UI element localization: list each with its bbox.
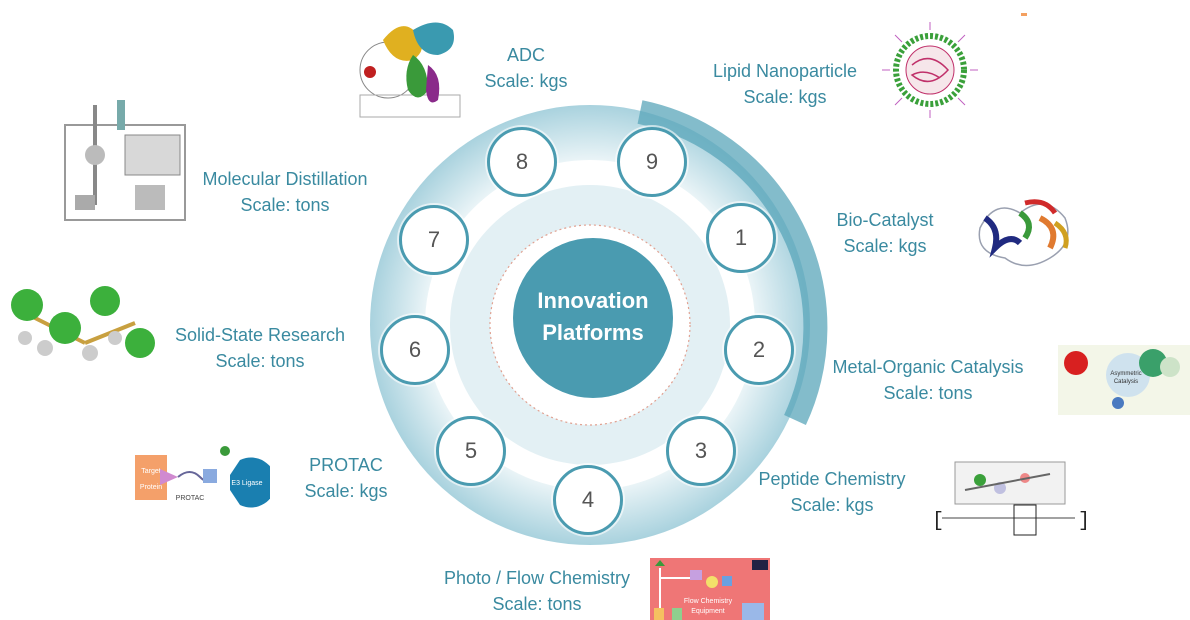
center-title: Innovation Platforms xyxy=(513,285,673,349)
catalysis-image: Asymmetric Catalysis xyxy=(1058,345,1190,415)
decorative-mark xyxy=(1021,13,1027,16)
protac-target-text: Target xyxy=(141,468,161,475)
number-circle-4: 4 xyxy=(553,465,623,535)
platform-name: PROTAC xyxy=(309,455,383,475)
platform-name: Molecular Distillation xyxy=(202,169,368,189)
number-circle-1: 1 xyxy=(706,203,776,273)
protac-illustration: Target Protein E3 Ligase PROTAC xyxy=(135,446,270,508)
label-metal-organic: Metal-Organic Catalysis Scale: tons xyxy=(818,354,1038,406)
catalysis-text: Catalysis xyxy=(1114,379,1138,385)
platform-scale: Scale: kgs xyxy=(484,71,568,91)
peptide-structure-image: [ ] xyxy=(932,461,1090,536)
platform-name: Peptide Chemistry xyxy=(758,469,906,489)
protac-protein-text: Protein xyxy=(140,484,162,491)
number-circle-7: 7 xyxy=(399,205,469,275)
center-title-line1: Innovation xyxy=(537,288,649,313)
number-circle-3: 3 xyxy=(666,416,736,486)
platform-scale: Scale: tons xyxy=(492,594,582,614)
ring-accent-arc xyxy=(637,100,828,426)
distillation-equipment-image xyxy=(64,100,186,221)
number-circle-8: 8 xyxy=(487,127,557,197)
adc-antibody-image xyxy=(359,22,461,118)
flow-chemistry-text: Flow Chemistry xyxy=(684,598,733,605)
label-molecular-distillation: Molecular Distillation Scale: tons xyxy=(185,166,385,218)
center-title-line2: Platforms xyxy=(542,320,644,345)
svg-text:[: [ xyxy=(932,510,944,533)
platform-scale: Scale: kgs xyxy=(843,236,927,256)
platform-scale: Scale: tons xyxy=(215,351,305,371)
platform-scale: Scale: kgs xyxy=(304,481,388,501)
number-circle-2: 2 xyxy=(724,315,794,385)
platform-name: Lipid Nanoparticle xyxy=(712,61,858,81)
platform-name: Bio-Catalyst xyxy=(836,210,934,230)
crystal-structure-image xyxy=(11,286,155,361)
platform-scale: Scale: kgs xyxy=(743,87,827,107)
number-circle-9: 9 xyxy=(617,127,687,197)
platform-name: ADC xyxy=(506,45,545,65)
platform-scale: Scale: tons xyxy=(883,383,973,403)
label-peptide: Peptide Chemistry Scale: kgs xyxy=(748,466,916,518)
flow-chemistry-image: Flow Chemistry Equipment xyxy=(650,558,770,620)
number-circle-6: 6 xyxy=(380,315,450,385)
label-solid-state: Solid-State Research Scale: tons xyxy=(160,322,360,374)
label-protac: PROTAC Scale: kgs xyxy=(296,452,396,504)
asymmetric-text: Asymmetric xyxy=(1110,371,1141,377)
protein-structure-image xyxy=(978,199,1069,267)
protac-label-text: PROTAC xyxy=(176,495,205,502)
platform-name: Photo / Flow Chemistry xyxy=(443,568,631,588)
label-adc: ADC Scale: kgs xyxy=(466,42,586,94)
platform-name: Metal-Organic Catalysis xyxy=(832,357,1024,377)
platform-name: Solid-State Research xyxy=(174,325,346,345)
protac-ligase-text: E3 Ligase xyxy=(231,480,262,487)
svg-text:]: ] xyxy=(1078,510,1090,533)
label-lipid-nanoparticle: Lipid Nanoparticle Scale: kgs xyxy=(695,58,875,110)
lipid-nanoparticle-image xyxy=(882,22,978,118)
flow-equipment-text: Equipment xyxy=(691,608,725,615)
number-circle-5: 5 xyxy=(436,416,506,486)
center-circle xyxy=(513,238,673,398)
label-photo-flow: Photo / Flow Chemistry Scale: tons xyxy=(430,565,644,617)
label-bio-catalyst: Bio-Catalyst Scale: kgs xyxy=(820,207,950,259)
platform-scale: Scale: kgs xyxy=(790,495,874,515)
platform-scale: Scale: tons xyxy=(240,195,330,215)
